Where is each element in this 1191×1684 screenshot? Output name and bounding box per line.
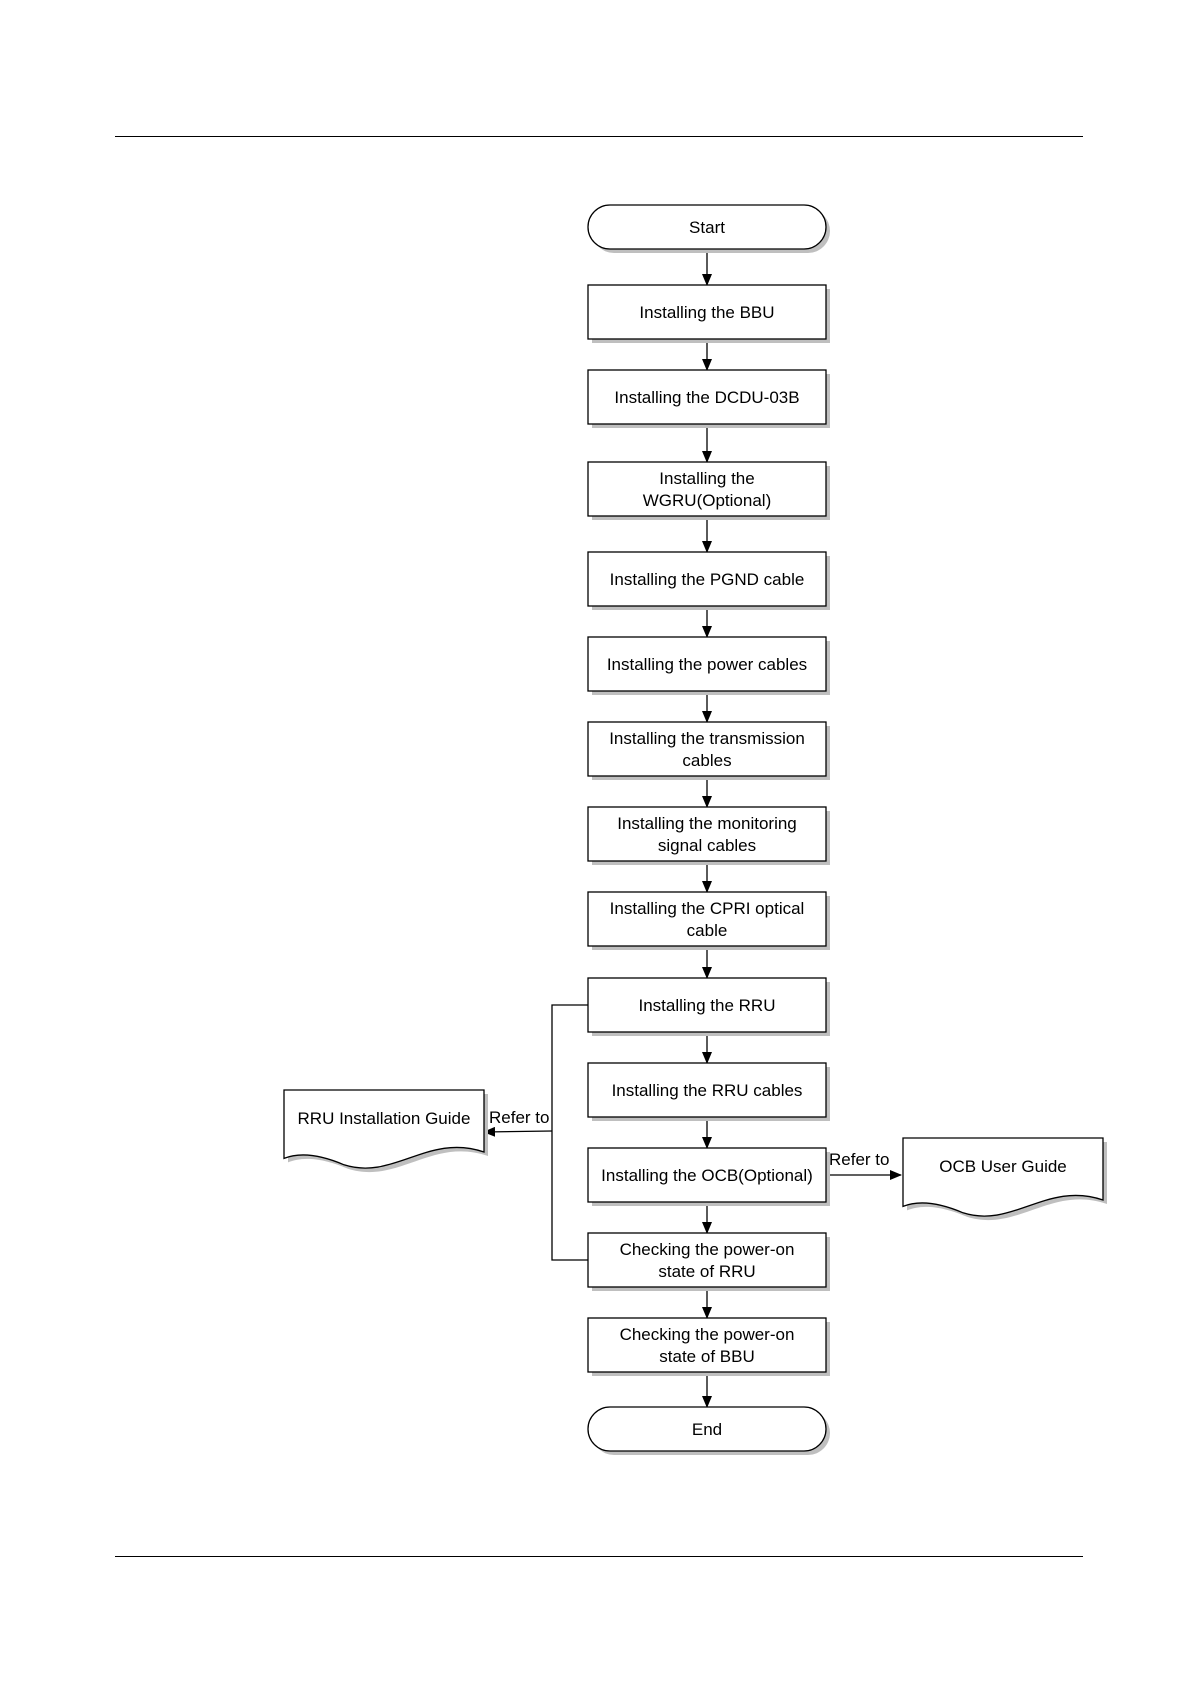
rru-installation-guide-doc-label: RRU Installation Guide [298,1109,471,1128]
process-step-1: Installing the BBU [587,284,830,343]
refer-to-label-right: Refer to [829,1150,889,1169]
process-step-10: Installing the RRU cables [587,1062,830,1121]
start-terminator-label: Start [689,218,725,237]
header-rule [115,136,1083,137]
ocb-user-guide-doc: OCB User Guide [902,1137,1107,1221]
rru-installation-guide-doc: RRU Installation Guide [283,1089,488,1173]
footer-rule [115,1556,1083,1557]
process-step-4-label: Installing the PGND cable [610,570,805,589]
connectors-layer: Refer to Refer to [483,249,902,1408]
process-step-11-label: Installing the OCB(Optional) [601,1166,813,1185]
process-step-2-label: Installing the DCDU-03B [614,388,799,407]
rru-scope-bracket [551,1004,588,1261]
process-step-4: Installing the PGND cable [587,551,830,610]
process-step-5-label: Installing the power cables [607,655,807,674]
process-step-9: Installing the RRU [587,977,830,1036]
refer-to-label-left: Refer to [489,1108,549,1127]
process-step-10-label: Installing the RRU cables [612,1081,803,1100]
end-terminator-label: End [692,1420,722,1439]
process-step-2: Installing the DCDU-03B [587,369,830,428]
process-step-11: Installing the OCB(Optional) [587,1147,830,1206]
process-step-1-label: Installing the BBU [639,303,774,322]
ocb-user-guide-doc-label: OCB User Guide [939,1157,1067,1176]
end-terminator: End [587,1406,830,1455]
start-terminator: Start [587,204,830,253]
process-step-5: Installing the power cables [587,636,830,695]
process-step-9-label: Installing the RRU [638,996,775,1015]
refer-arrow-rru-guide [483,1126,553,1137]
